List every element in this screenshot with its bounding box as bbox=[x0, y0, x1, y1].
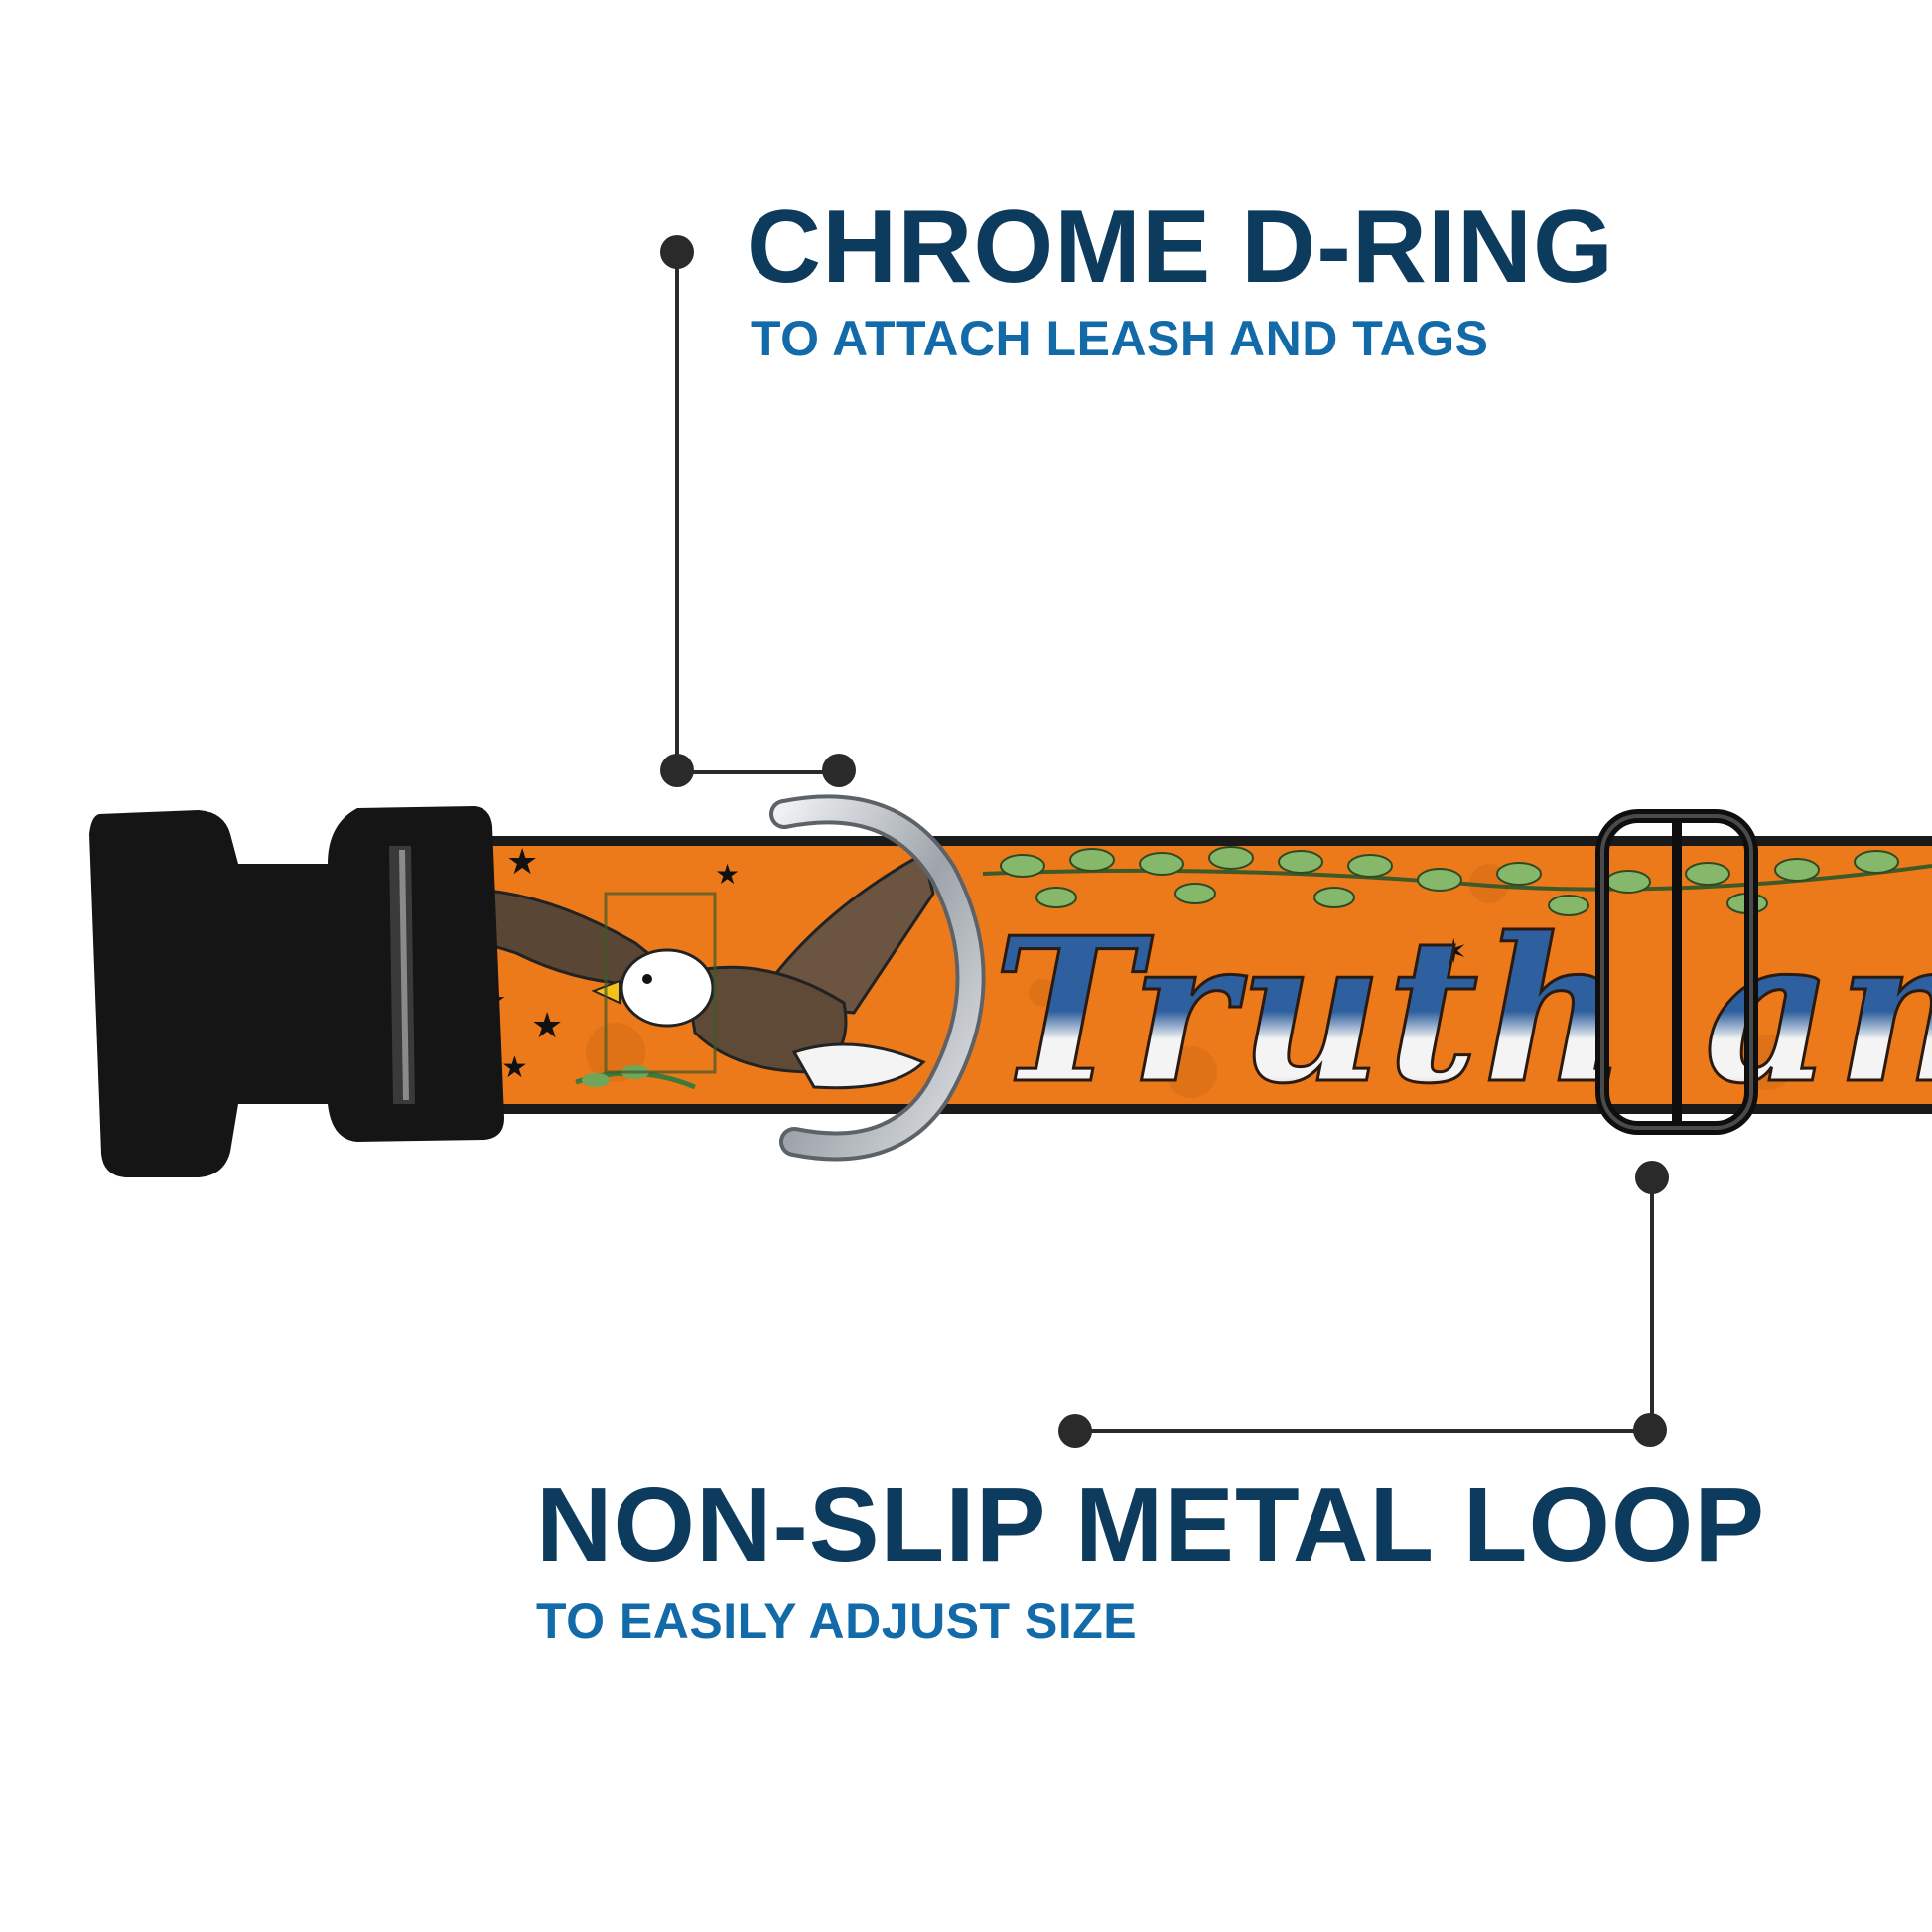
loop-connector-dot-top bbox=[1635, 1161, 1669, 1194]
loop-callout-subtitle: TO EASILY ADJUST SIZE bbox=[536, 1593, 1138, 1649]
dring-callout-subtitle: TO ATTACH LEASH AND TAGS bbox=[751, 311, 1489, 366]
loop-connector bbox=[1075, 1177, 1654, 1433]
dring-connector-dot-top bbox=[660, 235, 694, 269]
svg-text:★: ★ bbox=[531, 1006, 563, 1046]
eagle-illustration bbox=[413, 851, 935, 1090]
svg-text:★: ★ bbox=[715, 858, 740, 891]
dring-connector bbox=[675, 252, 839, 774]
svg-text:✶: ✶ bbox=[1440, 932, 1468, 972]
d-ring-icon bbox=[769, 794, 986, 1162]
loop-callout-title: NON-SLIP METAL LOOP bbox=[536, 1466, 1766, 1584]
svg-text:★: ★ bbox=[501, 1050, 528, 1085]
svg-text:★: ★ bbox=[506, 842, 538, 883]
adjuster-loop-icon bbox=[1595, 809, 1758, 1135]
buckle bbox=[89, 806, 504, 1177]
dring-callout-title: CHROME D-RING bbox=[747, 190, 1614, 305]
dring-connector-dot-end bbox=[822, 754, 856, 787]
loop-connector-dot-end bbox=[1058, 1414, 1092, 1448]
dring-connector-dot-corner bbox=[660, 754, 694, 787]
collar-print-text: Truth and J bbox=[993, 895, 1932, 1128]
loop-connector-dot-corner bbox=[1633, 1413, 1667, 1447]
